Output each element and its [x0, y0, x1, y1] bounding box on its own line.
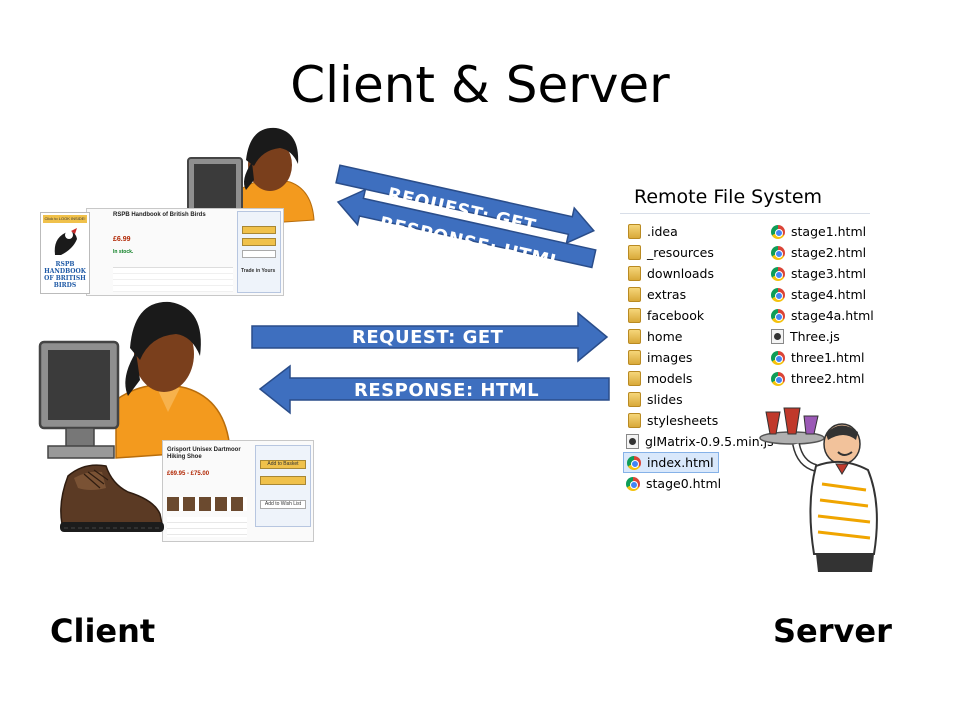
book-stock-status: In stock.: [113, 249, 134, 255]
folder-icon: [628, 308, 641, 323]
folder-icon: [628, 413, 641, 428]
chrome-html-icon: [771, 371, 785, 386]
js-file-icon: [626, 434, 639, 449]
file-name: three2.html: [791, 371, 865, 386]
file-name: _resources: [647, 245, 714, 260]
file-name: slides: [647, 392, 683, 407]
chrome-html-icon: [627, 455, 641, 470]
client-label: Client: [50, 612, 156, 650]
folder-icon: [628, 329, 641, 344]
file-name: stage0.html: [646, 476, 722, 491]
file-item[interactable]: downloads: [626, 264, 714, 283]
file-item[interactable]: _resources: [626, 243, 714, 262]
file-name: stage3.html: [791, 266, 867, 281]
file-name: stylesheets: [647, 413, 719, 428]
book-product-screenshot: RSPB Handbook of British Birds £6.99 In …: [86, 208, 284, 296]
chrome-html-icon: [771, 308, 785, 323]
chrome-html-icon: [771, 266, 785, 281]
file-name: .idea: [647, 224, 678, 239]
file-name: downloads: [647, 266, 714, 281]
book-cover-image: Click to LOOK INSIDE! RSPB HANDBOOK OF B…: [40, 212, 90, 294]
file-item[interactable]: three1.html: [771, 348, 864, 367]
file-item[interactable]: glMatrix-0.9.5.min.js: [626, 432, 774, 451]
file-item-selected[interactable]: index.html: [623, 452, 719, 473]
server-label: Server: [773, 612, 892, 650]
file-item[interactable]: facebook: [626, 306, 704, 325]
folder-icon: [628, 350, 641, 365]
file-name: stage4a.html: [791, 308, 874, 323]
offers-table: [113, 267, 233, 292]
file-name: facebook: [647, 308, 705, 323]
file-name: stage4.html: [791, 287, 867, 302]
trade-in-label: Trade in Yours: [241, 268, 276, 274]
wish-list-button[interactable]: Add to Wish List: [260, 500, 306, 509]
file-name: Three.js: [790, 329, 840, 344]
folder-icon: [628, 392, 641, 407]
main-response-label: RESPONSE: HTML: [354, 380, 540, 401]
book-product-price: £6.99: [113, 236, 131, 243]
file-item[interactable]: models: [626, 369, 692, 388]
hiking-shoe-image: [60, 464, 164, 532]
chrome-html-icon: [626, 476, 640, 491]
remote-fs-divider: [620, 213, 870, 214]
buy-box: Trade in Yours: [237, 211, 281, 293]
main-request-label: REQUEST: GET: [352, 327, 504, 348]
file-name: images: [647, 350, 693, 365]
file-item[interactable]: extras: [626, 285, 686, 304]
file-name: stage1.html: [791, 224, 867, 239]
file-name: three1.html: [791, 350, 865, 365]
remote-fs-title: Remote File System: [634, 186, 823, 208]
folder-icon: [628, 245, 641, 260]
file-item[interactable]: stage2.html: [771, 243, 866, 262]
file-name: home: [647, 329, 683, 344]
book-product-heading: RSPB Handbook of British Birds: [113, 212, 206, 218]
waiter-server-icon: [759, 407, 878, 572]
file-item[interactable]: stage4.html: [771, 285, 866, 304]
file-item[interactable]: stage4a.html: [771, 306, 874, 325]
chrome-html-icon: [771, 245, 785, 260]
js-file-icon: [771, 329, 784, 344]
file-name: index.html: [647, 455, 714, 470]
file-name: extras: [647, 287, 687, 302]
file-name: stage2.html: [791, 245, 867, 260]
book-cover-title: RSPB HANDBOOK OF BRITISH BIRDS: [44, 261, 86, 289]
shoe-product-price: £69.95 - £75.00: [167, 471, 210, 477]
shoe-product-screenshot: Grisport Unisex Dartmoor Hiking Shoe £69…: [162, 440, 314, 542]
file-item[interactable]: slides: [626, 390, 683, 409]
chrome-html-icon: [771, 224, 785, 239]
shoe-buy-box: Add to Basket Add to Wish List: [255, 445, 311, 527]
folder-icon: [628, 224, 641, 239]
file-item[interactable]: images: [626, 348, 692, 367]
file-item[interactable]: stage0.html: [626, 474, 721, 493]
file-item[interactable]: stage3.html: [771, 264, 866, 283]
file-item[interactable]: three2.html: [771, 369, 864, 388]
shoe-color-swatches: [167, 497, 247, 511]
folder-icon: [628, 371, 641, 386]
file-item[interactable]: stylesheets: [626, 411, 718, 430]
client-user-main-icon: [38, 301, 231, 459]
file-item[interactable]: .idea: [626, 222, 678, 241]
file-name: glMatrix-0.9.5.min.js: [645, 434, 774, 449]
shoe-product-heading: Grisport Unisex Dartmoor Hiking Shoe: [167, 447, 241, 460]
file-item[interactable]: home: [626, 327, 682, 346]
folder-icon: [628, 287, 641, 302]
file-item[interactable]: stage1.html: [771, 222, 866, 241]
chrome-html-icon: [771, 350, 785, 365]
folder-icon: [628, 266, 641, 281]
add-to-basket-button[interactable]: Add to Basket: [260, 460, 306, 469]
file-item[interactable]: Three.js: [771, 327, 840, 346]
slide-title: Client & Server: [290, 56, 670, 114]
chrome-html-icon: [771, 287, 785, 302]
file-name: models: [647, 371, 693, 386]
